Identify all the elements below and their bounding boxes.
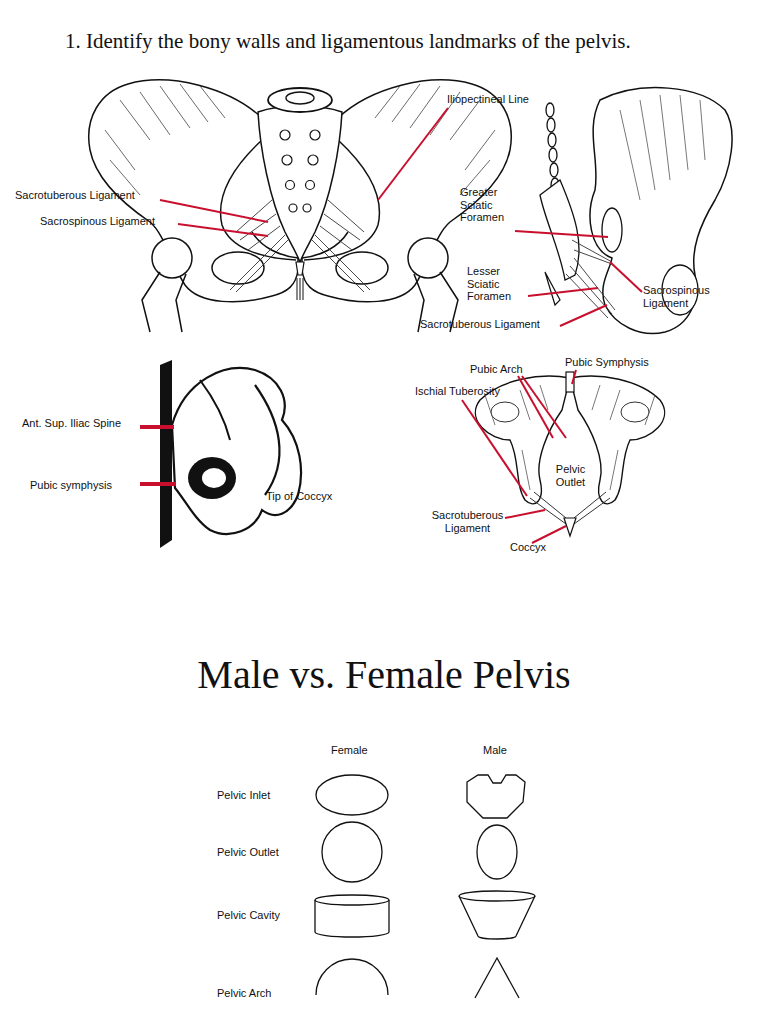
sacral-foramen (280, 130, 320, 212)
vertebral-chain (550, 163, 558, 177)
sacral-foramen (282, 155, 292, 165)
leader-line (378, 108, 448, 200)
leader-line (515, 231, 608, 237)
pubic-bone (570, 376, 665, 524)
part-label: Lesser Sciatic Foramen (467, 265, 519, 303)
comparison-shape (477, 825, 517, 879)
bone-edge (200, 380, 230, 440)
sacrum (255, 385, 279, 495)
pubic-bone (475, 376, 570, 524)
part-label: Greater Sciatic Foramen (460, 186, 512, 224)
vertebral-chain (546, 103, 554, 117)
comparison-shape (316, 775, 388, 815)
sacral-foramen (306, 181, 315, 190)
acetabulum (188, 457, 236, 499)
leader-line (160, 200, 268, 222)
comparison-shape (475, 958, 519, 998)
region-label: Pelvic Outlet (548, 463, 593, 488)
pelvis-front-view (89, 80, 512, 332)
leader-line (518, 376, 553, 438)
coccyx (296, 262, 304, 275)
comparison-shape (459, 891, 535, 901)
leader-line (505, 510, 545, 518)
leader-line (140, 427, 176, 484)
part-label: Coccyx (510, 541, 546, 554)
sacrum (540, 180, 579, 280)
column-header: Female (331, 744, 368, 757)
sacrum (258, 106, 342, 262)
part-label: Sacrotuberous Ligament (420, 509, 515, 534)
leader-line (178, 224, 268, 236)
part-label: Sacrospinous Ligament (643, 284, 715, 309)
comparison-shape (315, 895, 389, 905)
pelvis-lateral-view (160, 360, 301, 548)
part-label: Iliopectineal Line (447, 93, 529, 106)
vertebral-chain (547, 118, 555, 132)
leader-line (140, 425, 174, 429)
sacral-foramen (308, 155, 318, 165)
sacral-foramen (280, 130, 290, 140)
sciatic-foramen (602, 208, 622, 252)
sacral-foramen (286, 181, 295, 190)
leader-line (140, 482, 176, 486)
ligament-fibres (566, 240, 615, 318)
leader-line (528, 288, 598, 296)
comparison-shape (316, 959, 388, 995)
leader-line (560, 305, 607, 326)
part-label: Pubic Symphysis (565, 356, 649, 369)
sacral-foramen (310, 130, 320, 140)
row-label: Pelvic Cavity (217, 909, 280, 922)
part-label: Ant. Sup. Iliac Spine (22, 417, 121, 430)
vertical-plane (160, 360, 172, 548)
comparison-shape (322, 822, 382, 882)
hip-bone (590, 88, 732, 334)
part-label: Sacrotuberous Ligament (15, 189, 135, 202)
hip-bone (172, 368, 301, 534)
sacral-foramen (289, 204, 297, 212)
sacral-foramen (303, 204, 311, 212)
vertebral-chain (546, 103, 559, 192)
leader-line (610, 262, 642, 292)
leader-line (572, 370, 576, 384)
part-label: Pubic Arch (470, 363, 523, 376)
comparison-shape (315, 775, 535, 998)
leader-line (462, 400, 527, 496)
comparison-shape (315, 900, 389, 937)
vertebra (268, 88, 332, 112)
comparison-shape (459, 896, 535, 939)
pelvis-side-view (540, 88, 732, 334)
section-heading: Male vs. Female Pelvis (0, 652, 768, 698)
pubic-symphysis (297, 278, 303, 300)
leader-line (160, 108, 642, 543)
column-header: Male (483, 744, 507, 757)
part-label: Ischial Tuberosity (415, 385, 500, 398)
part-label: Sacrotuberous Ligament (420, 318, 540, 331)
coccyx (545, 272, 560, 305)
page-title: 1. Identify the bony walls and ligamento… (65, 29, 631, 53)
pelvis-inferior-view (475, 372, 664, 536)
leader-line (522, 376, 566, 438)
row-label: Pelvic Arch (217, 987, 271, 1000)
row-label: Pelvic Outlet (217, 846, 279, 859)
part-label: Pubic symphysis (30, 479, 112, 492)
row-label: Pelvic Inlet (217, 789, 270, 802)
vertebral-chain (548, 133, 556, 147)
part-label: Tip of Coccyx (266, 490, 332, 503)
part-label: Sacrospinous Ligament (40, 215, 155, 228)
bone-hatching (620, 95, 705, 200)
leader-line (532, 526, 566, 543)
vertebral-chain (549, 148, 557, 162)
vertebra (286, 92, 314, 104)
comparison-shape (467, 775, 525, 818)
acetabulum (202, 468, 226, 488)
